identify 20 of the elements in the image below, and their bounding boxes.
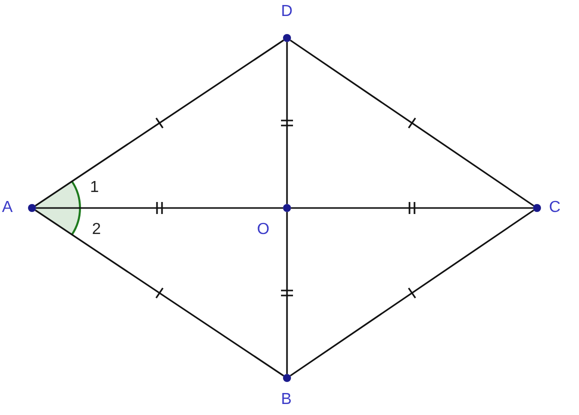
point-label: C <box>549 200 561 216</box>
line-segment <box>286 212 288 374</box>
vertex-point <box>533 204 541 212</box>
point-label: D <box>281 4 293 20</box>
line-segment <box>291 207 533 209</box>
vertex-point <box>28 204 36 212</box>
vertex-point <box>283 204 291 212</box>
point-label: O <box>257 222 270 238</box>
line-segment <box>34 40 284 206</box>
angle-number: 1 <box>90 180 99 196</box>
line-segment <box>286 42 288 204</box>
angle-number: 2 <box>92 222 101 238</box>
vertex-point <box>283 34 291 42</box>
point-label: B <box>281 392 292 408</box>
line-segment <box>36 207 283 209</box>
vertex-point <box>283 374 291 382</box>
line-segment <box>290 210 534 376</box>
line-segment <box>290 40 534 206</box>
point-label: A <box>2 200 13 216</box>
line-segment <box>34 210 284 376</box>
